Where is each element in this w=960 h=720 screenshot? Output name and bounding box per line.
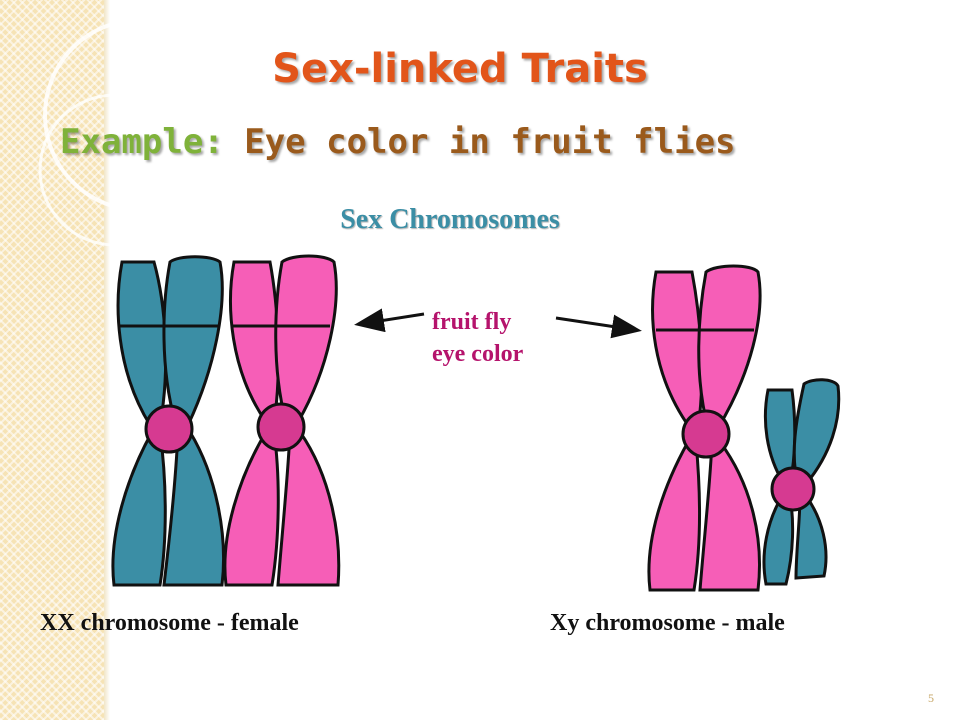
chromatid-right-lower	[794, 494, 828, 580]
arrow-to-female	[354, 308, 425, 333]
male-x-chromosome-pink	[647, 264, 762, 592]
subtitle-value: Eye color in fruit flies	[223, 122, 736, 162]
caption-female: XX chromosome - female	[40, 610, 299, 636]
chromatid-right-lower	[276, 430, 341, 587]
centromere	[144, 404, 194, 454]
female-x-chromosome-teal	[111, 255, 226, 587]
slide-number: 5	[928, 691, 934, 705]
chromatid-right-upper	[792, 378, 841, 486]
centromere	[681, 409, 731, 459]
chromatid-left-upper	[651, 270, 704, 430]
chromatid-right-upper	[697, 264, 762, 430]
chromatid-left-lower	[223, 430, 280, 587]
slide-subtitle: Example: Eye color in fruit flies	[60, 122, 736, 162]
chromatid-right-lower	[698, 440, 761, 592]
female-x-chromosome-pink	[223, 254, 341, 587]
callout-label: fruit fly eye color	[432, 306, 523, 370]
chromatid-right-upper	[274, 254, 338, 424]
sidebar-edge	[104, 0, 110, 720]
caption-male: Xy chromosome - male	[550, 610, 785, 636]
chromatid-left-upper	[116, 260, 168, 427]
slide-title: Sex-linked Traits	[272, 46, 648, 92]
decorative-rings	[38, 18, 180, 247]
arrow-to-male	[555, 314, 642, 339]
subtitle-key: Example:	[60, 122, 224, 162]
chromatid-right-upper	[162, 255, 224, 427]
callout-line-2: eye color	[432, 341, 524, 367]
chromatid-right-lower	[162, 430, 226, 587]
centromere	[770, 466, 816, 512]
section-heading: Sex Chromosomes	[340, 204, 560, 235]
chromatid-left-lower	[762, 494, 795, 586]
decorative-sidebar	[0, 0, 106, 720]
chromatid-left-lower	[647, 440, 701, 592]
centromere	[256, 402, 306, 452]
callout-line-1: fruit fly	[432, 309, 512, 335]
chromatid-left-upper	[229, 260, 280, 424]
male-y-chromosome-teal	[762, 378, 841, 586]
chromatid-left-lower	[111, 430, 167, 587]
